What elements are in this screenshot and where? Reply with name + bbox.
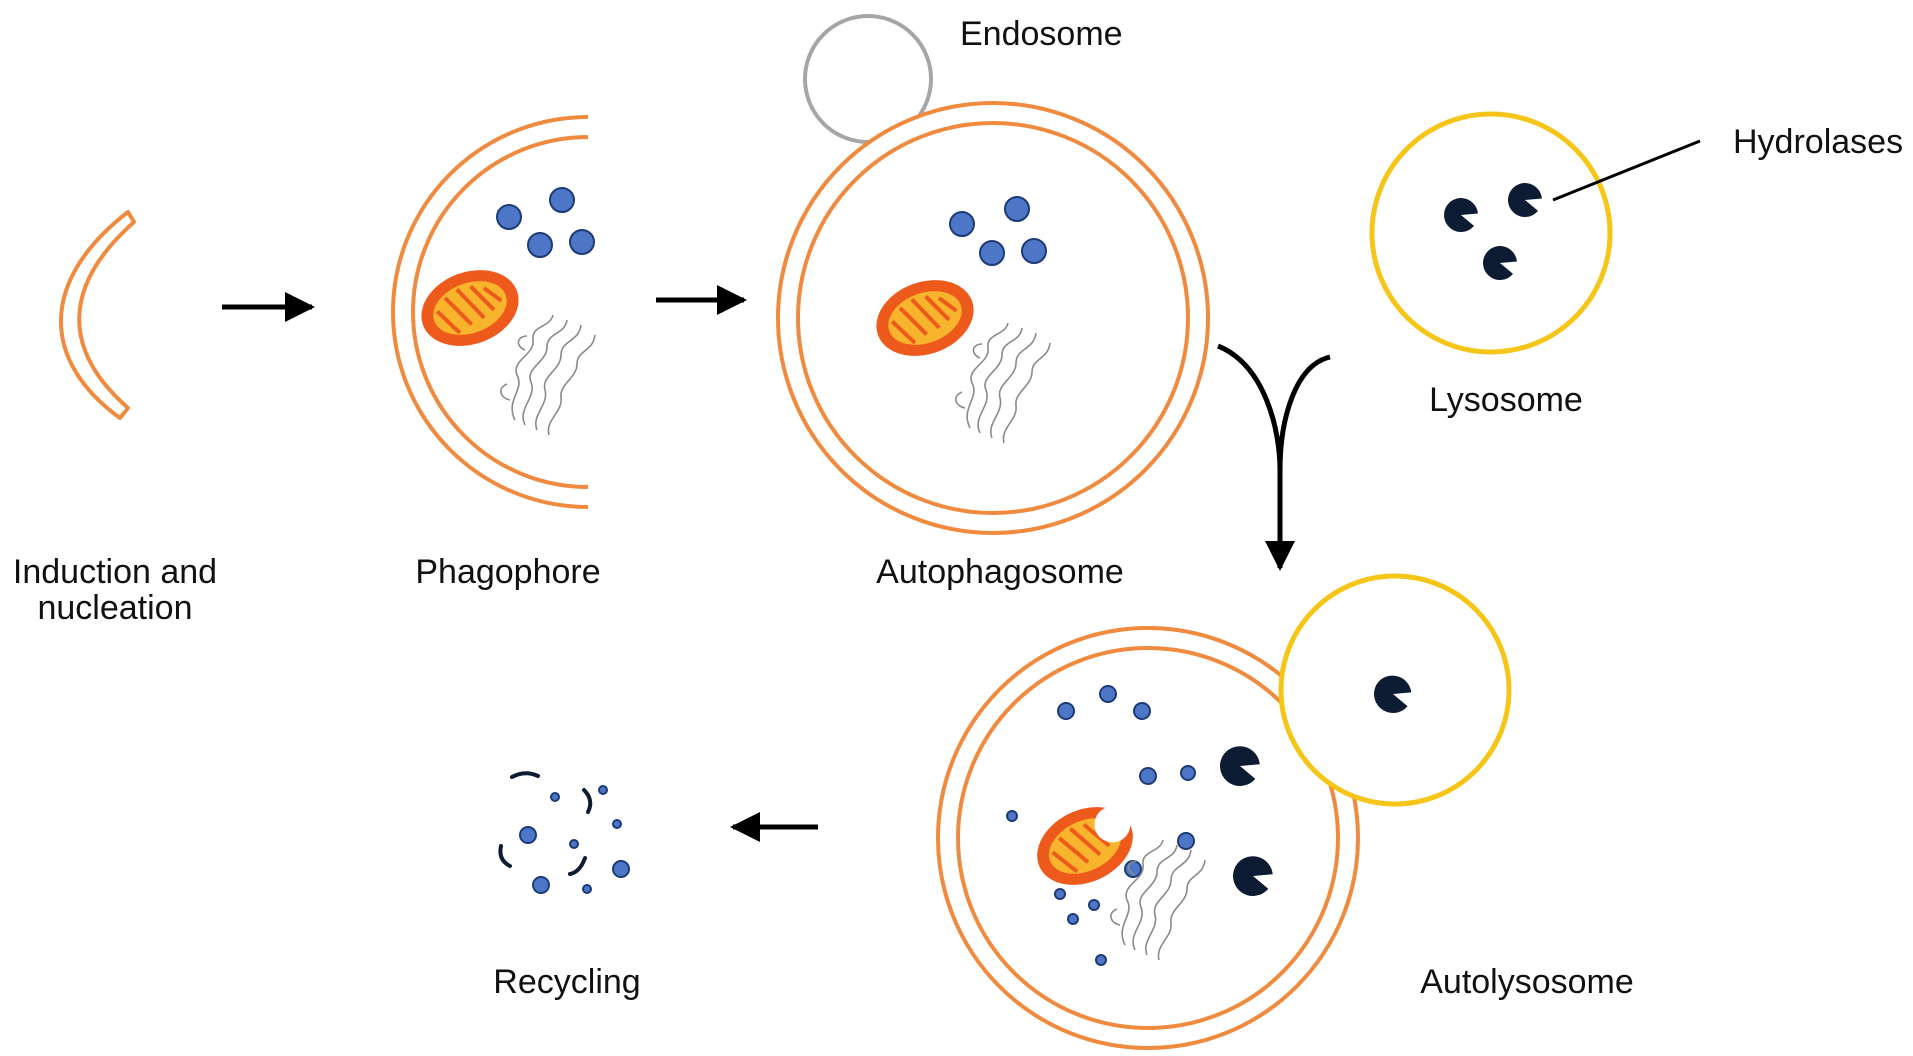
label-induction-line2: nucleation	[37, 589, 193, 627]
autophagosome-membrane	[776, 101, 1210, 535]
label-induction-line1: Induction and	[12, 553, 218, 591]
phagophore-vesicles	[496, 187, 595, 258]
label-phagophore: Phagophore	[415, 553, 601, 591]
label-lysosome: Lysosome	[1429, 381, 1583, 419]
label-autophagosome: Autophagosome	[876, 553, 1124, 591]
label-hydrolases: Hydrolases	[1733, 123, 1904, 161]
isolation-membrane	[59, 210, 136, 420]
autophagosome-mitochondrion	[863, 265, 987, 371]
label-endosome: Endosome	[960, 15, 1123, 53]
autophagosome-vesicles	[949, 196, 1047, 266]
phagophore-mitochondrion	[408, 255, 532, 361]
fusion-arrow	[1217, 343, 1331, 571]
label-autolysosome: Autolysosome	[1420, 963, 1634, 1001]
phagophore-membrane	[391, 115, 589, 509]
phagophore-er	[500, 314, 596, 436]
hydrolases-leader-line	[1552, 139, 1701, 202]
label-recycling: Recycling	[493, 963, 641, 1001]
autolysosome-mitochondrion	[1037, 806, 1133, 885]
autophagosome-er	[955, 322, 1051, 444]
autolysosome-hydrolases	[1220, 675, 1412, 896]
label-induction: Induction and nucleation	[13, 554, 217, 626]
autolysosome-membrane	[936, 626, 1360, 1050]
lysosome-hydrolases	[1444, 183, 1542, 280]
lysosome	[1369, 111, 1613, 355]
recycling-fragments	[498, 771, 630, 894]
